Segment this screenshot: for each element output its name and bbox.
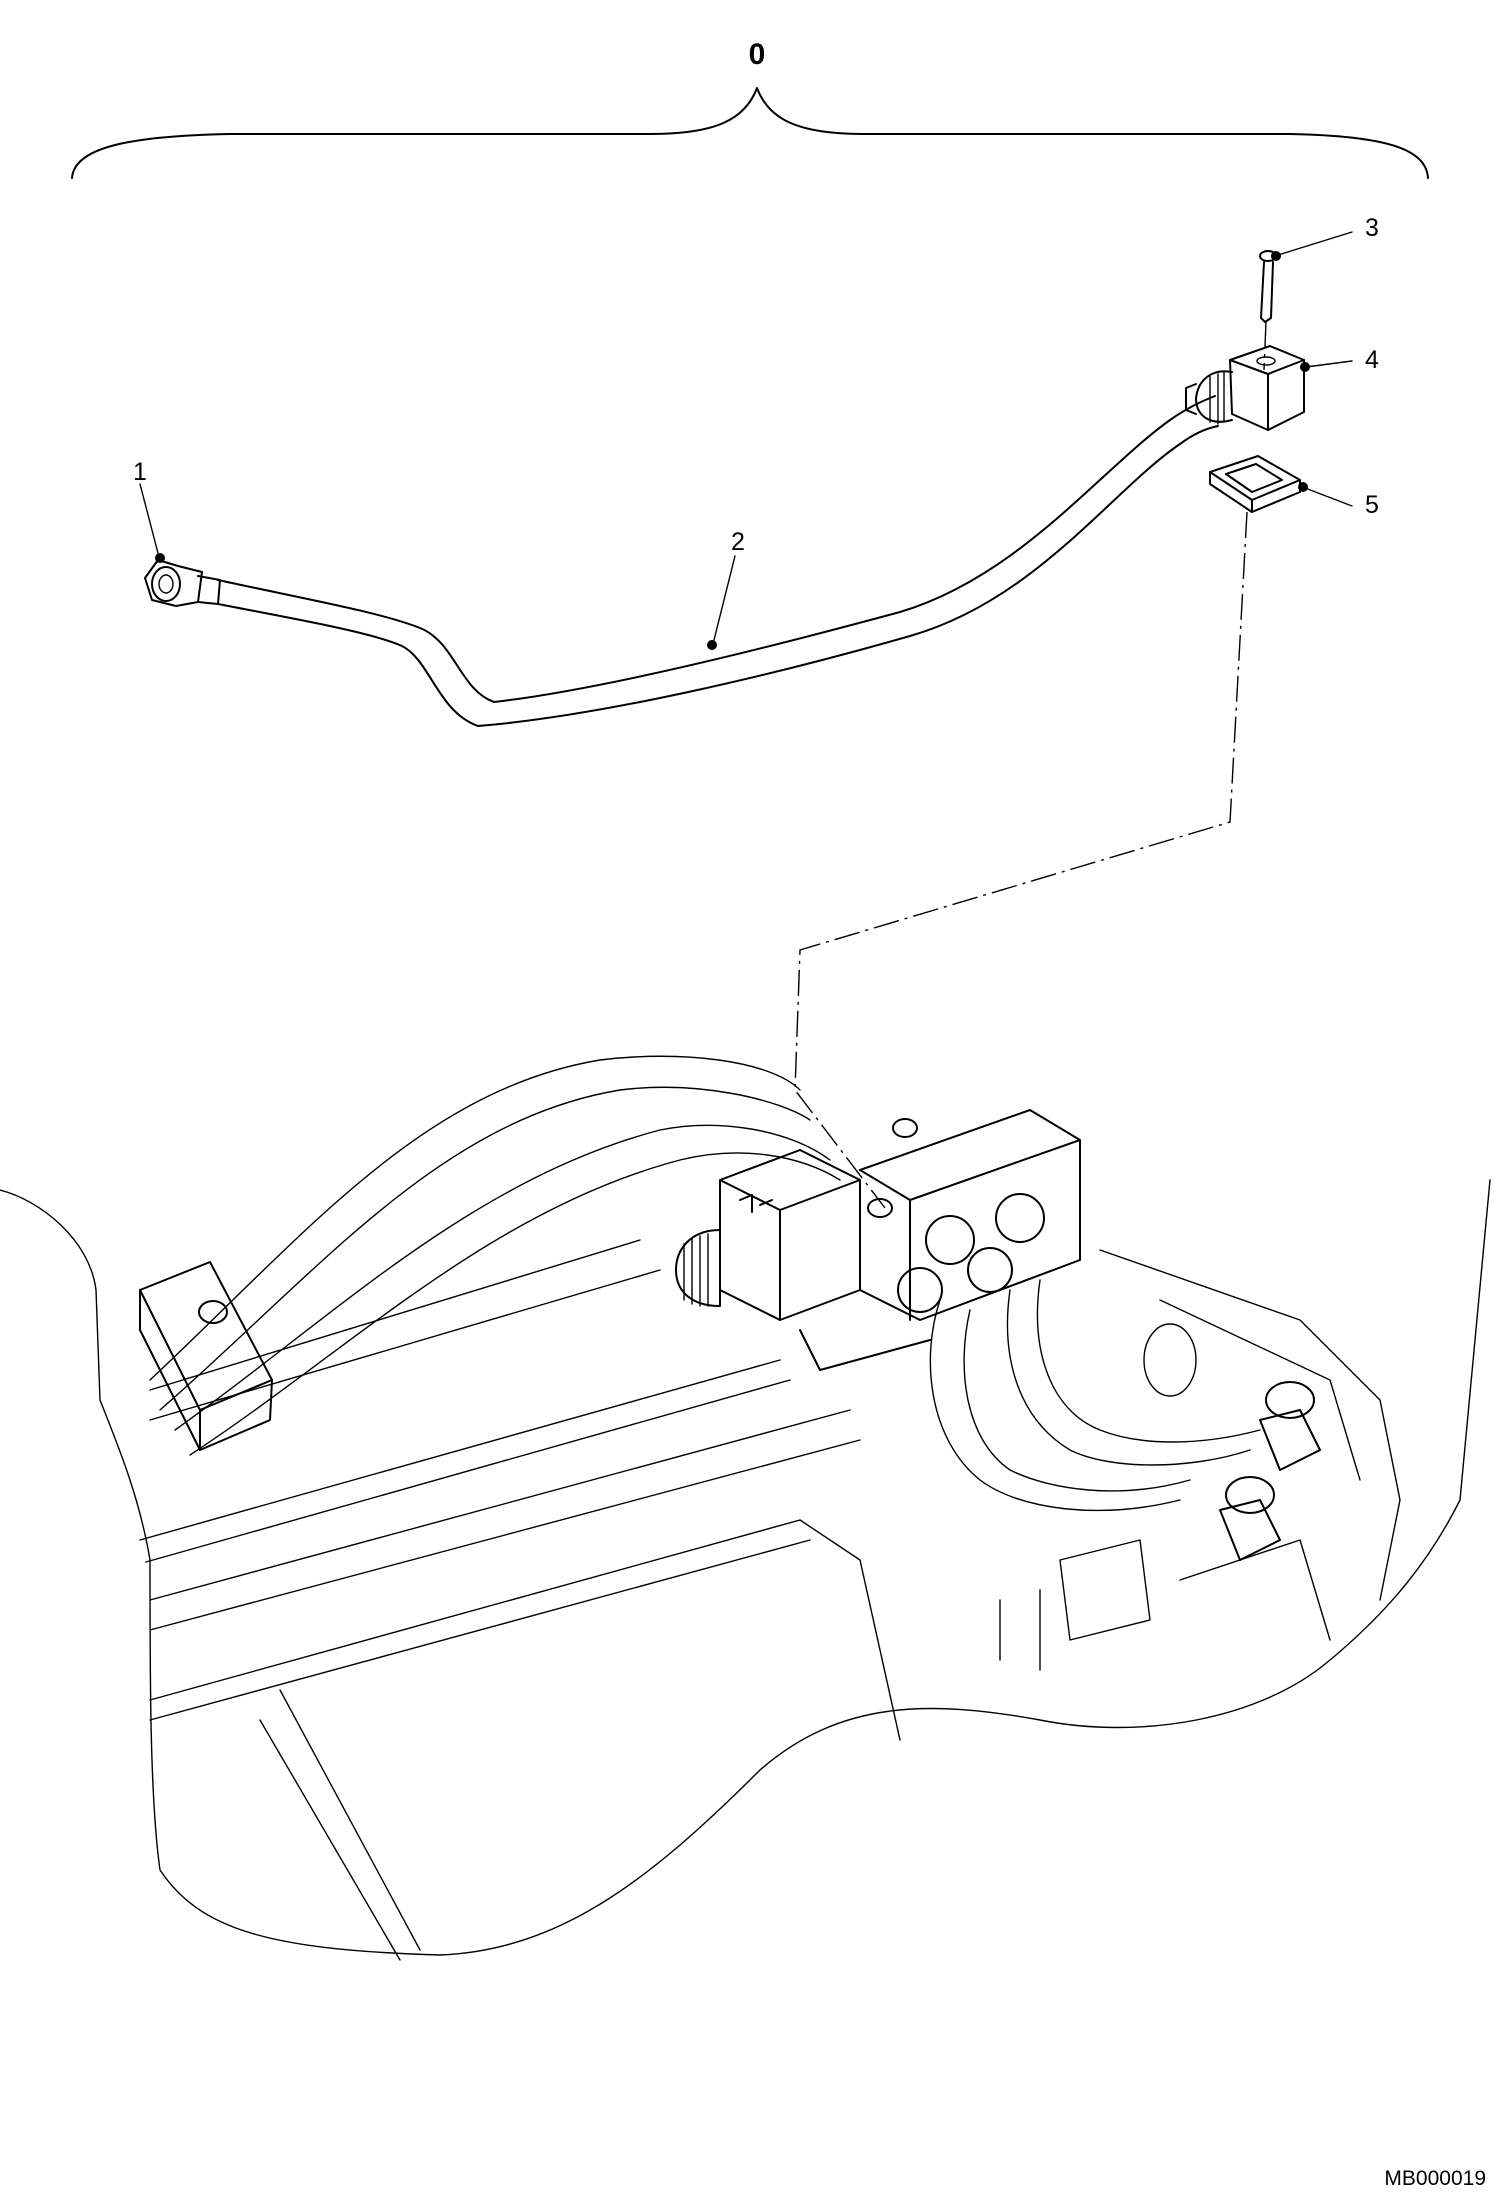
- gasket-part: [1209, 455, 1308, 513]
- installation-centerline: [794, 511, 1248, 1209]
- callout-label-1: 1: [133, 458, 147, 486]
- cable-harness: [217, 395, 1219, 727]
- screw-part: [1259, 250, 1281, 371]
- leader-lines: [139, 231, 1353, 645]
- callout-label-5: 5: [1365, 491, 1379, 519]
- assembly-label: 0: [749, 38, 766, 71]
- callout-label-2: 2: [731, 528, 745, 556]
- connector-part: [144, 553, 221, 607]
- figure-id: MB000019: [1384, 2167, 1486, 2190]
- machine-detail-view: [0, 1055, 1491, 1961]
- callout-dot-5: [1298, 482, 1308, 492]
- callout-dot-1: [155, 553, 165, 563]
- callout-label-4: 4: [1365, 346, 1379, 374]
- valve-plug-part: [1185, 345, 1310, 431]
- assembly-brace: 0: [71, 38, 1429, 179]
- callout-dot-3: [1271, 251, 1281, 261]
- callout-dot-4: [1300, 362, 1310, 372]
- callout-label-3: 3: [1365, 214, 1379, 242]
- callout-dot-2: [707, 640, 717, 650]
